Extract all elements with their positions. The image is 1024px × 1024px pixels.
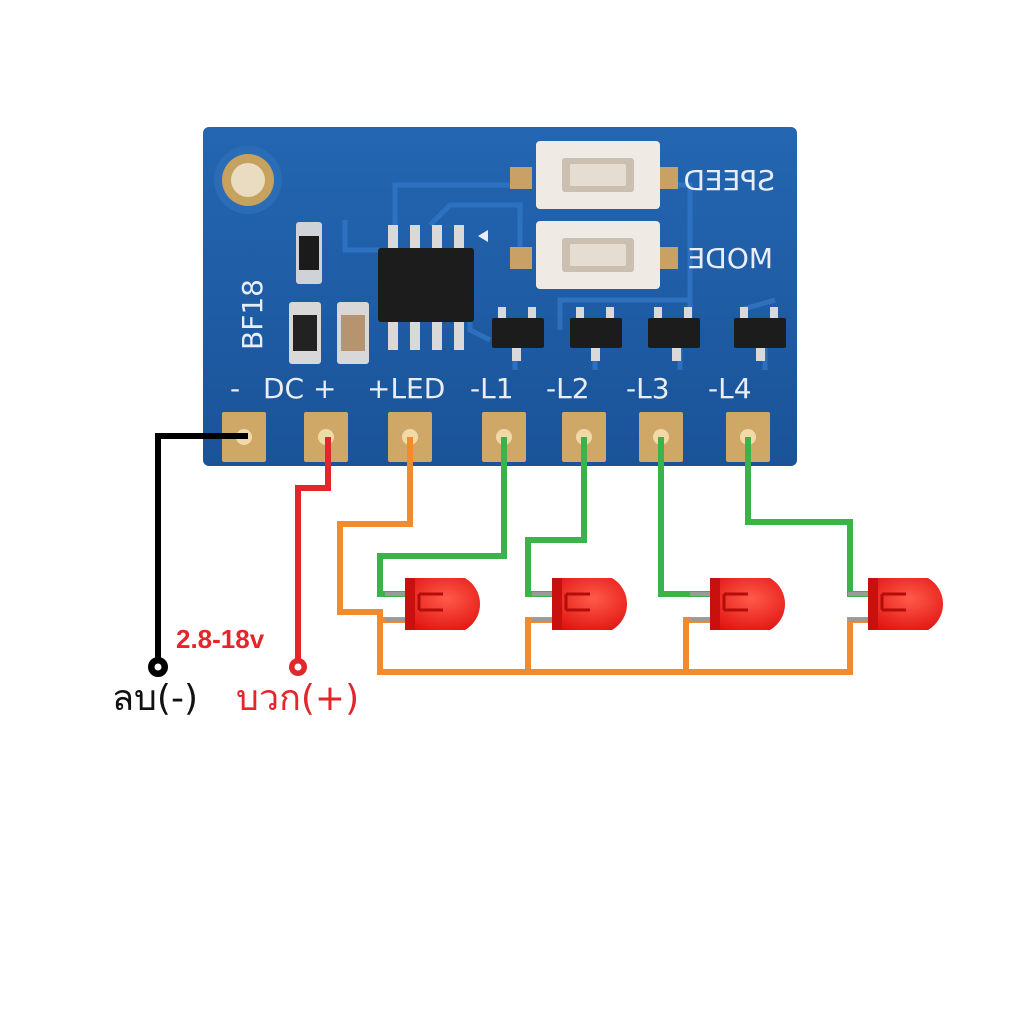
transistor-q4 <box>734 307 786 361</box>
led-lead-anode <box>848 592 872 596</box>
pcb-board: BF18 <box>203 127 797 466</box>
board-model-label: BF18 <box>236 279 269 350</box>
wires <box>155 433 868 675</box>
pin-label-led-positive: +LED <box>367 372 445 405</box>
led-body <box>868 578 944 630</box>
voltage-label: 2.8-18v <box>176 624 265 654</box>
negative-terminal-label: ลบ(-) <box>112 678 198 719</box>
transistor-q3 <box>648 307 700 361</box>
led-die <box>722 592 748 612</box>
led-lead-anode <box>690 592 714 596</box>
led-lead-cathode <box>532 618 556 622</box>
pin-label-negative: - <box>230 372 240 405</box>
speed-button[interactable] <box>510 141 678 209</box>
led-l3 <box>690 578 786 630</box>
pin-label-l1: -L1 <box>470 372 514 405</box>
terminal-negative-dot <box>154 663 162 671</box>
mounting-hole <box>231 163 265 197</box>
mode-button[interactable] <box>510 221 678 289</box>
led-lead-cathode <box>385 618 409 622</box>
led-lead-cathode <box>690 618 714 622</box>
pin-label-l4: -L4 <box>708 372 752 405</box>
mode-label: MODE <box>688 242 773 275</box>
led-lead-anode <box>385 592 409 596</box>
led-l1 <box>385 578 481 630</box>
speed-label: SPEED <box>683 164 775 197</box>
ic-chip <box>378 225 488 350</box>
led-body <box>552 578 628 630</box>
positive-terminal-label: บวก(+) <box>236 678 359 719</box>
led-body <box>405 578 481 630</box>
pin-label-dc-positive: DC + <box>263 372 336 405</box>
led-l4 <box>848 578 944 630</box>
led-die <box>417 592 443 612</box>
wire-negative <box>155 433 248 664</box>
led-flange <box>868 578 878 630</box>
wire-positive <box>295 437 331 664</box>
pcb-substrate <box>203 127 797 466</box>
led-lead-anode <box>532 592 556 596</box>
led-flange <box>405 578 415 630</box>
led-body <box>710 578 786 630</box>
leds <box>385 578 944 630</box>
led-flange <box>710 578 720 630</box>
smd-component-top <box>296 222 322 284</box>
terminal-positive-dot <box>294 663 302 671</box>
led-die <box>880 592 906 612</box>
led-l2 <box>532 578 628 630</box>
smd-capacitor <box>337 302 369 364</box>
ic-pin1-marker <box>478 230 488 242</box>
transistor-q1 <box>492 307 544 361</box>
transistor-q2 <box>570 307 622 361</box>
pin-label-l2: -L2 <box>546 372 590 405</box>
led-die <box>564 592 590 612</box>
led-flange <box>552 578 562 630</box>
pin-labels: - DC + +LED -L1 -L2 -L3 -L4 <box>230 372 752 405</box>
pin-label-l3: -L3 <box>626 372 670 405</box>
smd-resistor <box>289 302 321 364</box>
led-lead-cathode <box>848 618 872 622</box>
